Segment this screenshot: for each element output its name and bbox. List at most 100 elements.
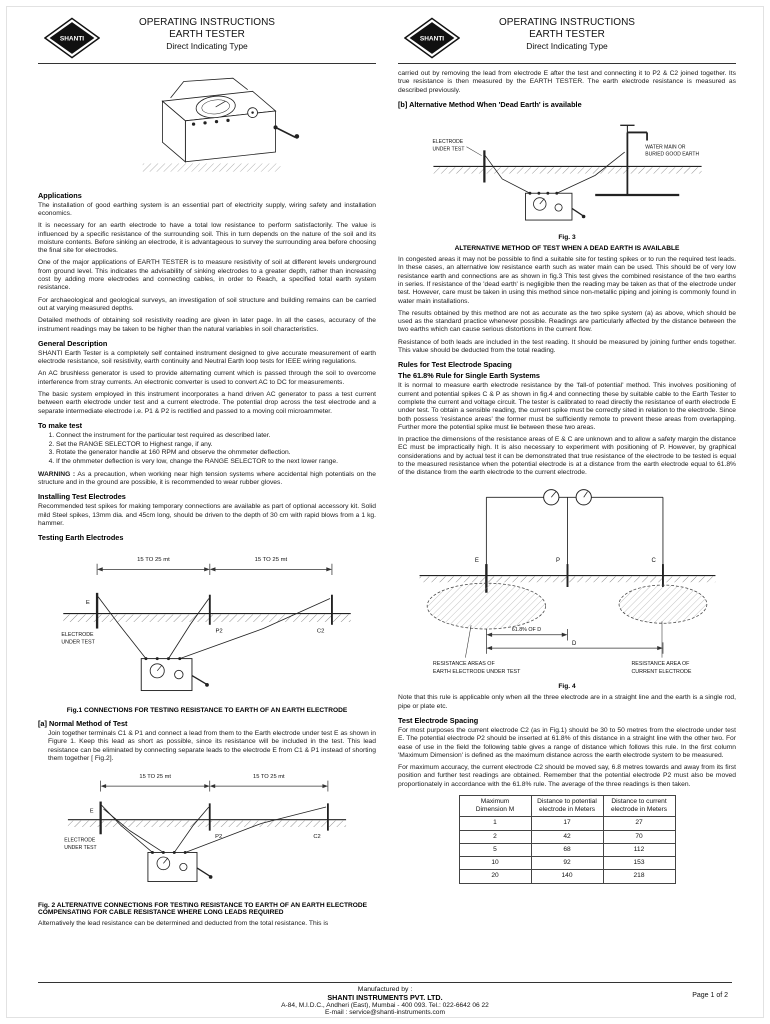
fig1-distance-label-2: 15 TO 25 mt — [255, 557, 288, 563]
table-cell: 2 — [458, 829, 532, 844]
paragraph: Resistance of both leads are included in… — [398, 338, 736, 355]
resistance-area-current — [618, 584, 707, 624]
buried-water-main — [594, 166, 679, 197]
table-header-cell: Distance to potential electrode in Meter… — [530, 795, 604, 818]
fig1-electrode-label-2: UNDER TEST — [61, 640, 95, 646]
electrode-spacing-table: Maximum Dimension M Distance to potentia… — [458, 795, 676, 884]
table-row: 2 42 70 — [458, 829, 676, 844]
figure-3: ELECTRODE UNDER TEST WATER MAIN OR BURIE… — [398, 111, 736, 232]
paragraph: Detailed methods of obtaining soil resis… — [38, 317, 376, 333]
warning-paragraph: WARNING : As a precaution, when working … — [38, 471, 376, 488]
document-title: OPERATING INSTRUCTIONS EARTH TESTER Dire… — [38, 14, 376, 51]
note-paragraph: Note that this rule is applicable only w… — [398, 694, 736, 710]
fig1-e-label: E — [86, 600, 90, 606]
title-line-3: Direct Indicating Type — [166, 41, 248, 51]
company-name: SHANTI INSTRUMENTS PVT. LTD. — [327, 993, 443, 1002]
fig1-distance-label-1: 15 TO 25 mt — [137, 557, 170, 563]
rules-heading: Rules for Test Electrode Spacing — [398, 360, 512, 370]
testing-electrodes-heading: Testing Earth Electrodes — [38, 533, 124, 543]
fig2-distance-label-2: 15 TO 25 mt — [253, 774, 285, 780]
figure-1: 15 TO 25 mt 15 TO 25 mt E ELECTRODE UNDE… — [38, 544, 376, 705]
company-email: E-mail : service@shanti-instruments.com — [325, 1009, 445, 1016]
table-cell: 68 — [530, 842, 604, 858]
paragraph: It is normal to measure earth electrode … — [398, 382, 736, 431]
paragraph: In practice the dimensions of the resist… — [398, 436, 736, 477]
paragraph: Recommended test spikes for making tempo… — [38, 503, 376, 527]
electrode-spacing-heading: Test Electrode Spacing — [398, 715, 479, 725]
table-cell: 1 — [458, 816, 532, 831]
terminals — [191, 118, 230, 126]
fig3-main-label-2: BURIED GOOD EARTH — [645, 152, 699, 158]
paragraph: The installation of good earthing system… — [38, 201, 376, 217]
test-step: If the ohmmeter deflection is very low, … — [56, 458, 376, 467]
paragraph: In congested areas it may not be possibl… — [398, 256, 736, 305]
circuit-wiring — [485, 496, 663, 566]
figure-4-label: Fig. 4 — [558, 683, 576, 691]
table-cell: 42 — [530, 829, 604, 844]
leader-line — [465, 146, 482, 156]
table-cell: 218 — [602, 869, 676, 884]
test-leads — [484, 151, 625, 194]
figure-4-drawing: E P C 61.8% OF D — [419, 488, 715, 675]
fig4-c-label: C — [651, 558, 656, 564]
table-header-cell: Maximum Dimension M — [458, 795, 532, 818]
meter-dial — [195, 95, 236, 119]
fig2-electrode-label-1: ELECTRODE — [64, 838, 96, 844]
table-header-cell: Distance to current electrode in Meters — [602, 795, 676, 818]
fig2-c2-label: C2 — [313, 834, 320, 840]
table-cell: 112 — [602, 842, 676, 858]
leader-line — [464, 624, 471, 658]
ground-hatch — [67, 820, 347, 828]
fig2-p2-label: P2 — [215, 834, 222, 840]
table-row: 5 68 112 — [458, 842, 676, 858]
test-step: Connect the instrument for the particula… — [56, 432, 376, 441]
fig4-area-c-label-1: RESISTANCE AREA OF — [631, 661, 690, 667]
dimension-arrows — [97, 567, 332, 572]
table-cell: 20 — [458, 869, 532, 884]
fig4-area-e-label-2: EARTH ELECTRODE UNDER TEST — [432, 669, 520, 675]
instrument-figure — [38, 70, 376, 186]
title-line-1: OPERATING INSTRUCTIONS — [139, 17, 275, 28]
fig2-e-label: E — [90, 809, 94, 815]
fig3-electrode-label-2: UNDER TEST — [432, 146, 464, 152]
document-title: OPERATING INSTRUCTIONS EARTH TESTER Dire… — [398, 14, 736, 51]
table-row: 10 92 153 — [458, 856, 676, 871]
test-leads — [101, 805, 327, 854]
page-footer: Manufactured by : SHANTI INSTRUMENTS PVT… — [38, 982, 732, 1016]
right-column-header: SHANTI OPERATING INSTRUCTIONS EARTH TEST… — [398, 14, 736, 64]
test-step: Set the RANGE SELECTOR to Highest range,… — [56, 441, 376, 450]
paragraph: For archaeological and geological survey… — [38, 296, 376, 312]
figure-2-caption: Fig. 2 ALTERNATIVE CONNECTIONS FOR TESTI… — [38, 901, 368, 916]
water-tap — [619, 124, 648, 167]
fig4-area-c-label-2: CURRENT ELECTRODE — [631, 669, 691, 675]
dimension-lines — [96, 563, 333, 576]
table-cell: 5 — [458, 842, 532, 858]
right-column: SHANTI OPERATING INSTRUCTIONS EARTH TEST… — [398, 14, 736, 884]
paragraph: SHANTI Earth Tester is a completely self… — [38, 349, 376, 366]
fig1-c2-label: C2 — [317, 629, 325, 635]
company-address: A-84, M.I.D.C., Andheri (East), Mumbai -… — [281, 1002, 489, 1009]
ground-shadow-hatch — [142, 163, 280, 172]
manufactured-by-label: Manufactured by : — [357, 986, 413, 993]
table-header-row: Maximum Dimension M Distance to potentia… — [458, 795, 676, 818]
page-number: Page 1 of 2 — [692, 992, 728, 999]
method-a-heading: [a] Normal Method of Test — [38, 719, 128, 729]
table-row: 1 17 27 — [458, 816, 676, 831]
title-line-2: EARTH TESTER — [529, 29, 605, 40]
earth-tester-drawing — [142, 77, 299, 172]
method-b-heading: [b] Alternative Method When 'Dead Earth'… — [398, 99, 582, 109]
paragraph: The basic system employed in this instru… — [38, 391, 376, 415]
paragraph: An AC brushless generator is used to pro… — [38, 370, 376, 386]
tester-meters — [542, 488, 592, 506]
shanti-logo: SHANTI — [44, 17, 100, 59]
figure-3-caption: ALTERNATIVE METHOD OF TEST WHEN A DEAD E… — [454, 245, 680, 253]
fig1-electrode-label-1: ELECTRODE — [61, 632, 94, 638]
earth-tester-instrument — [524, 191, 585, 221]
dimension-lines — [100, 780, 329, 792]
fig3-main-label-1: WATER MAIN OR — [645, 144, 686, 150]
figure-3-drawing: ELECTRODE UNDER TEST WATER MAIN OR BURIE… — [432, 124, 702, 221]
figure-2: 15 TO 25 mt 15 TO 25 mt E ELECTRODE UNDE… — [38, 767, 376, 899]
generator-crank — [273, 125, 299, 139]
left-column-header: SHANTI OPERATING INSTRUCTIONS EARTH TEST… — [38, 14, 376, 64]
warning-text: As a precaution, when working near high … — [38, 470, 376, 487]
